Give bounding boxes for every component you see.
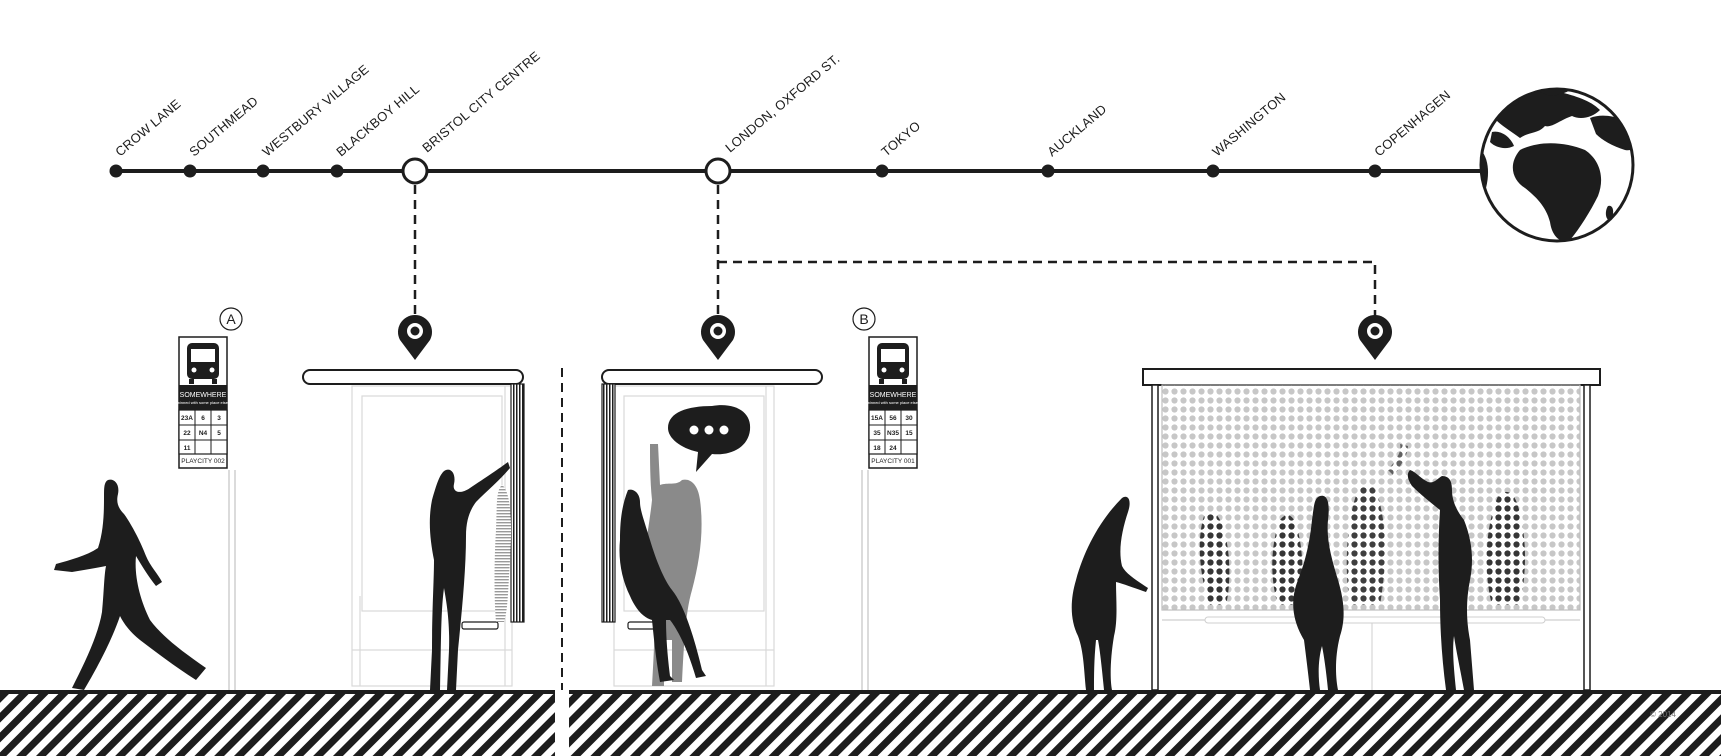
- svg-text:56: 56: [889, 415, 897, 422]
- location-pin-icon: [1358, 315, 1392, 360]
- bus-stop-sign-a: A SOMEWHERE Twinned with some place else…: [175, 307, 243, 690]
- stop-marker: [1368, 164, 1382, 178]
- route-stop: TOKYO: [875, 118, 923, 178]
- svg-text:15: 15: [905, 430, 913, 437]
- svg-text:5: 5: [217, 430, 221, 437]
- route-stop: WASHINGTON: [1206, 89, 1289, 178]
- walking-person-silhouette: [54, 479, 206, 690]
- location-pin-icon: [398, 315, 432, 360]
- svg-text:30: 30: [905, 415, 913, 422]
- stop-label: SOUTHMEAD: [186, 93, 261, 159]
- speech-bubble-icon: [668, 405, 751, 472]
- route-connectors: [413, 185, 1377, 318]
- credit-text: © 2014: [1650, 710, 1676, 719]
- stop-marker: [109, 164, 123, 178]
- stop-label: WASHINGTON: [1209, 89, 1288, 159]
- route-stop: BRISTOL CITY CENTRE: [401, 48, 543, 185]
- bus-shelter-london: [601, 369, 823, 687]
- svg-text:A: A: [226, 311, 236, 327]
- sign-badge: B: [852, 307, 876, 331]
- svg-text:3: 3: [217, 415, 221, 422]
- sign-footer: PLAYCITY 002: [181, 458, 225, 465]
- stop-label: LONDON, OXFORD ST.: [722, 51, 842, 155]
- bus-icon: [877, 343, 909, 384]
- svg-text:11: 11: [184, 445, 191, 452]
- major-stop-marker: [401, 157, 429, 185]
- sign-footer: PLAYCITY 001: [871, 458, 915, 465]
- svg-text:22: 22: [183, 430, 191, 437]
- route-stop: AUCKLAND: [1041, 101, 1109, 178]
- sign-subtitle: Twinned with some place else...: [865, 400, 921, 405]
- stop-marker: [330, 164, 344, 178]
- stop-label: AUCKLAND: [1044, 101, 1109, 159]
- stop-label: BRISTOL CITY CENTRE: [419, 48, 543, 155]
- route-stop: CROW LANE: [109, 96, 184, 178]
- sign-subtitle: Twinned with some place else...: [175, 400, 231, 405]
- seated-person-silhouette: [619, 489, 706, 682]
- svg-text:24: 24: [889, 445, 897, 452]
- route-stop: COPENHAGEN: [1368, 87, 1453, 178]
- svg-text:23A: 23A: [181, 415, 193, 422]
- stop-marker: [1206, 164, 1220, 178]
- route-stop: WESTBURY VILLAGE: [256, 61, 372, 178]
- stop-marker: [256, 164, 270, 178]
- route-stop: SOUTHMEAD: [183, 93, 261, 178]
- stop-marker: [875, 164, 889, 178]
- person-silhouette: [1071, 496, 1148, 690]
- ground: [0, 690, 1721, 756]
- sign-route-table: 23A 6 3 22 N4 5 11: [178, 409, 228, 455]
- bus-stop-sign-b: B SOMEWHERE Twinned with some place else…: [852, 307, 921, 690]
- svg-text:18: 18: [873, 445, 881, 452]
- svg-text:N4: N4: [199, 430, 208, 437]
- sign-title: SOMEWHERE: [180, 392, 227, 399]
- stop-label: TOKYO: [878, 118, 923, 159]
- svg-text:15A: 15A: [871, 415, 883, 422]
- sign-badge: A: [219, 307, 243, 331]
- person-silhouette: [429, 462, 510, 690]
- stop-label: COPENHAGEN: [1371, 87, 1453, 159]
- svg-text:N35: N35: [887, 430, 899, 437]
- svg-text:B: B: [859, 311, 868, 327]
- stop-label: CROW LANE: [112, 96, 183, 159]
- svg-text:35: 35: [873, 430, 881, 437]
- route-stop: LONDON, OXFORD ST.: [704, 51, 843, 185]
- sign-title: SOMEWHERE: [870, 392, 917, 399]
- stop-marker: [183, 164, 197, 178]
- bus-shelter-bristol: [302, 369, 525, 690]
- svg-text:6: 6: [201, 415, 205, 422]
- bus-shelter-global: [1071, 368, 1601, 691]
- stop-marker: [1041, 164, 1055, 178]
- person-silhouette: [1407, 470, 1474, 690]
- sign-route-table: 15A 56 30 35 N35 15 18 24: [868, 409, 918, 455]
- bus-icon: [187, 343, 219, 384]
- globe-icon: [1479, 87, 1635, 243]
- major-stop-marker: [704, 157, 732, 185]
- location-pin-icon: [701, 315, 735, 360]
- person-silhouette: [1293, 495, 1344, 690]
